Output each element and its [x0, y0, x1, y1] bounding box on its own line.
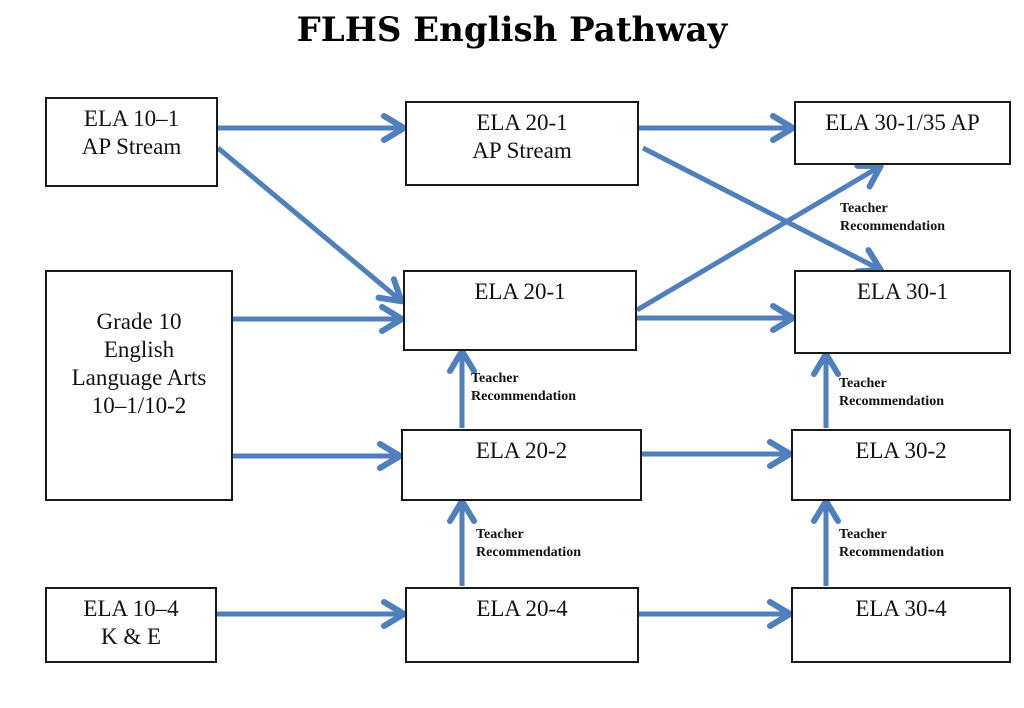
- node-label-line: ELA 10–1: [83, 106, 180, 131]
- node-ela30-4: ELA 30-4: [791, 587, 1011, 663]
- note-line: Recommendation: [840, 219, 945, 234]
- node-ela20-2: ELA 20-2: [401, 429, 642, 501]
- node-label-line: K & E: [100, 624, 162, 649]
- note-teacher-recommendation-20-4-to-20-2: Teacher Recommendation: [476, 526, 581, 562]
- node-label-line: ELA 20-4: [476, 596, 568, 621]
- node-label-line: AP Stream: [81, 134, 182, 159]
- node-ela30-2: ELA 30-2: [791, 429, 1011, 501]
- arrow-ela20-1-ap-to-ela30-1: [641, 145, 884, 275]
- node-label-line: ELA 30-1: [856, 279, 949, 304]
- node-label-line: ELA 30-1/35 AP: [825, 110, 980, 135]
- node-label-line: Grade 10: [96, 309, 182, 334]
- note-line: Teacher: [839, 527, 887, 542]
- node-ela10-4-ke: ELA 10–4 K & E: [45, 587, 217, 663]
- note-teacher-recommendation-to-30-1-35-ap: Teacher Recommendation: [840, 200, 945, 236]
- node-ela20-1-ap-stream: ELA 20-1 AP Stream: [405, 101, 639, 186]
- node-ela10-1-ap-stream: ELA 10–1 AP Stream: [45, 97, 218, 187]
- node-label-line: ELA 10–4: [83, 596, 179, 621]
- arrow-ela10-1-ap-to-ela20-1: [216, 146, 405, 305]
- node-label-line: Language Arts: [71, 365, 207, 390]
- node-ela30-1: ELA 30-1: [794, 270, 1011, 354]
- note-line: Recommendation: [476, 545, 581, 560]
- note-line: Recommendation: [471, 389, 576, 404]
- note-line: Recommendation: [839, 394, 944, 409]
- node-label-line: ELA 20-1: [474, 279, 566, 304]
- note-teacher-recommendation-30-2-to-30-1: Teacher Recommendation: [839, 375, 944, 411]
- node-ela30-1-35-ap: ELA 30-1/35 AP: [794, 101, 1011, 165]
- node-ela20-1: ELA 20-1: [403, 270, 637, 351]
- node-label-line: ELA 20-1: [476, 110, 568, 135]
- note-line: Teacher: [471, 371, 519, 386]
- note-teacher-recommendation-30-4-to-30-2: Teacher Recommendation: [839, 526, 944, 562]
- node-ela20-4: ELA 20-4: [405, 587, 639, 663]
- node-label-line: AP Stream: [472, 138, 572, 163]
- arrow-ela20-1-to-ela30-1-35-ap: [635, 162, 884, 313]
- note-teacher-recommendation-20-2-to-20-1: Teacher Recommendation: [471, 370, 576, 406]
- node-label-line: 10–1/10-2: [91, 393, 187, 418]
- node-label-line: ELA 30-2: [855, 438, 947, 463]
- node-label-line: ELA 30-4: [855, 596, 947, 621]
- node-label-line: ELA 20-2: [475, 438, 568, 463]
- page-title: FLHS English Pathway: [296, 10, 728, 50]
- note-line: Teacher: [476, 527, 524, 542]
- node-label-line: English: [103, 337, 175, 362]
- note-line: Recommendation: [839, 545, 944, 560]
- note-line: Teacher: [839, 376, 887, 391]
- note-line: Teacher: [840, 201, 888, 216]
- node-grade10-ela: Grade 10 English Language Arts 10–1/10-2: [45, 270, 233, 501]
